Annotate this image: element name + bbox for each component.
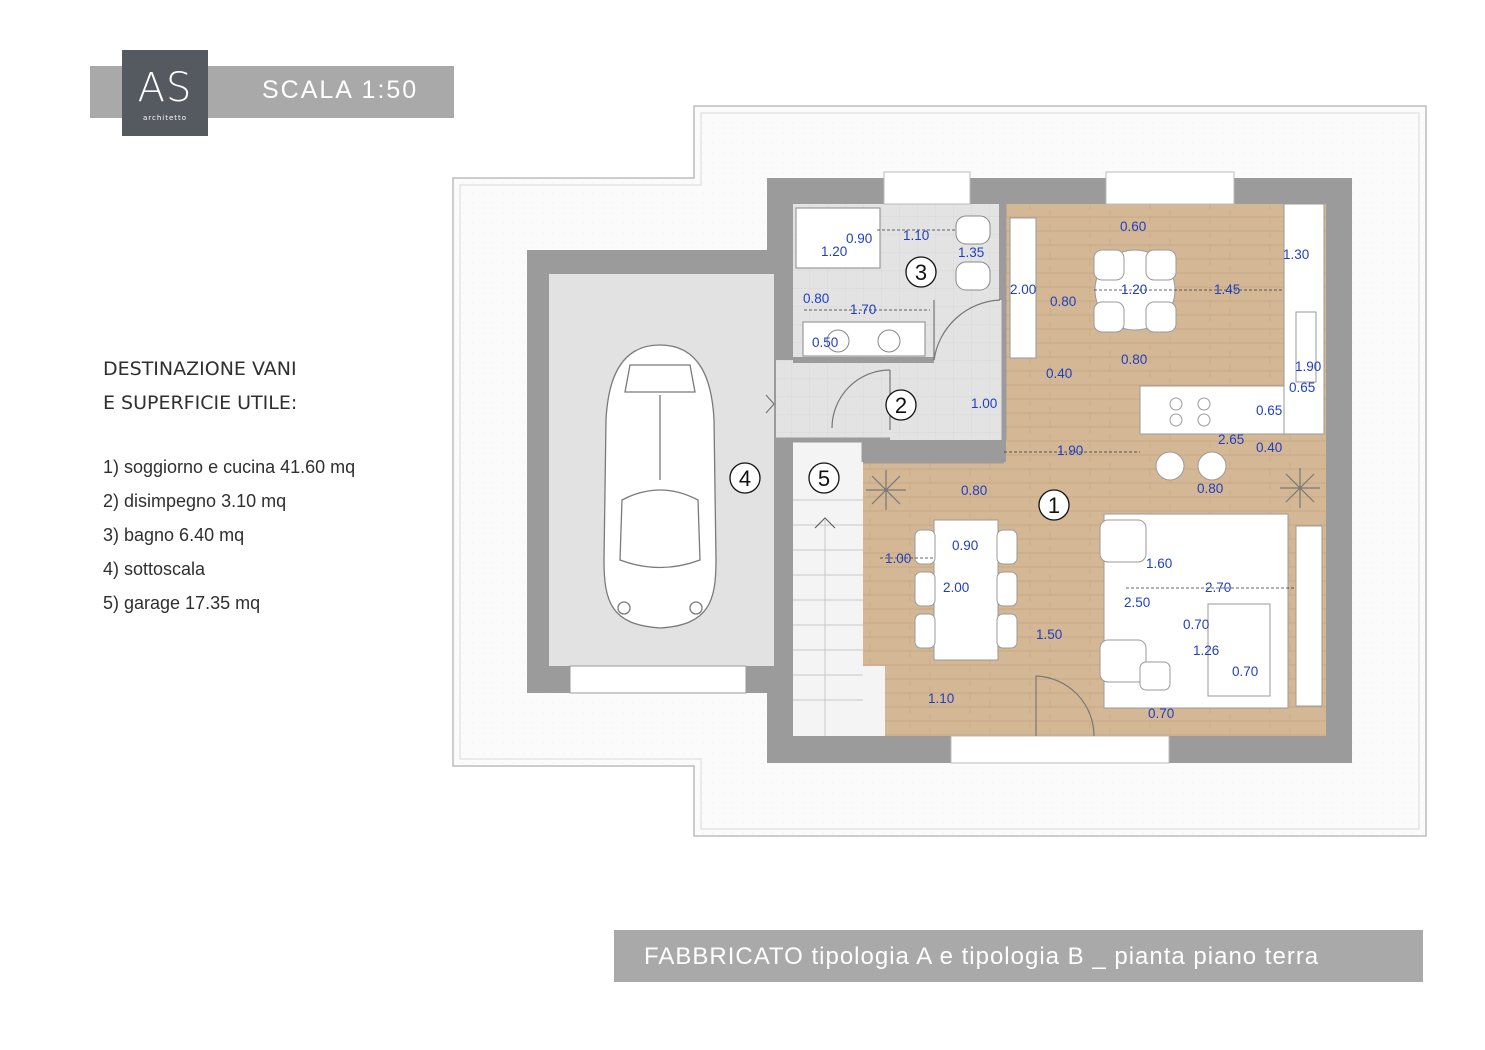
dimension-label: 0.70 xyxy=(1232,664,1258,679)
dimension-label: 0.60 xyxy=(1120,219,1146,234)
dimension-label: 1.45 xyxy=(1214,282,1240,297)
legend-item: 3) bagno 6.40 mq xyxy=(103,525,245,545)
dimension-label: 1.90 xyxy=(1295,359,1321,374)
dimension-label: 0.65 xyxy=(1256,403,1282,418)
living-furniture xyxy=(1099,513,1323,709)
doors xyxy=(765,299,1095,737)
room-number-4: 4 xyxy=(739,466,751,491)
dimension-label: 2.70 xyxy=(1205,580,1231,595)
architect-logo: AS architetto xyxy=(122,50,208,136)
dimension-label: 1.35 xyxy=(958,245,984,260)
scale-label: SCALA 1:50 xyxy=(262,76,419,104)
dimension-label: 2.50 xyxy=(1124,595,1150,610)
dimension-label: 1.26 xyxy=(1193,643,1219,658)
window-top-bath xyxy=(883,171,971,205)
legend-item: 1) soggiorno e cucina 41.60 mq xyxy=(103,457,356,477)
room-number-2: 2 xyxy=(895,393,907,418)
dimension-label: 1.50 xyxy=(1036,627,1062,642)
dimension-label: 0.40 xyxy=(1046,366,1072,381)
dimension-label: 1.10 xyxy=(903,228,929,243)
drawing-title: FABBRICATO tipologia A e tipologia B _ p… xyxy=(644,943,1320,970)
legend-item: 4) sottoscala xyxy=(103,559,206,579)
dimension-labels: 0.60 0.90 1.10 1.20 1.35 1.30 2.00 0.80 … xyxy=(803,219,1321,721)
logo-subtitle: architetto xyxy=(142,114,188,122)
dimension-label: 0.90 xyxy=(952,538,978,553)
room-markers xyxy=(729,256,1070,521)
dimension-label: 1.70 xyxy=(850,302,876,317)
legend-title-line1: DESTINAZIONE VANI xyxy=(103,358,297,380)
kitchen-units xyxy=(1009,203,1325,481)
logo-mark: AS xyxy=(137,65,193,111)
legend-list: 1) soggiorno e cucina 41.60 mq 2) disimp… xyxy=(103,450,355,620)
hall-upper xyxy=(934,300,1004,370)
dimension-label: 0.80 xyxy=(1197,481,1223,496)
legend-title-line2: E SUPERFICIE UTILE: xyxy=(103,392,298,414)
garage-door xyxy=(569,665,747,694)
window-top-kitchen xyxy=(1105,171,1235,205)
dimension-label: 1.00 xyxy=(885,551,911,566)
dimension-label: 0.80 xyxy=(803,291,829,306)
dimension-label: 1.00 xyxy=(971,396,997,411)
room-legend: DESTINAZIONE VANI E SUPERFICIE UTILE: 1)… xyxy=(103,352,355,620)
dimension-label: 1.10 xyxy=(928,691,954,706)
dimension-label: 1.90 xyxy=(1057,443,1083,458)
legend-item: 5) garage 17.35 mq xyxy=(103,593,261,613)
footer-band xyxy=(614,930,1423,982)
dimension-label: 1.20 xyxy=(821,244,847,259)
stairs xyxy=(793,499,863,736)
dimension-label: 1.20 xyxy=(1121,282,1147,297)
legend-item: 2) disimpegno 3.10 mq xyxy=(103,491,287,511)
dimension-label: 0.80 xyxy=(961,483,987,498)
window-bottom-living xyxy=(950,735,1170,764)
lot-inner-outline xyxy=(459,112,1420,830)
dimension-label: 0.40 xyxy=(1256,440,1282,455)
dimension-label: 1.60 xyxy=(1146,556,1172,571)
dimension-label: 0.80 xyxy=(1121,352,1147,367)
dimension-label: 1.30 xyxy=(1283,247,1309,262)
room-number-3: 3 xyxy=(915,260,927,285)
dimension-label: 0.70 xyxy=(1148,706,1174,721)
plant-icon xyxy=(866,468,1320,510)
dimension-label: 2.00 xyxy=(943,580,969,595)
dimension-label: 0.50 xyxy=(812,335,838,350)
bathroom-fixtures xyxy=(795,207,991,357)
dimension-label: 2.00 xyxy=(1010,282,1036,297)
dimension-label: 0.65 xyxy=(1289,380,1315,395)
dining-table xyxy=(914,519,1018,661)
dimension-lines xyxy=(804,229,1296,589)
dimension-label: 0.80 xyxy=(1050,294,1076,309)
stair-lower xyxy=(863,666,885,736)
dimension-label: 0.90 xyxy=(846,231,872,246)
room-number-5: 5 xyxy=(818,466,830,491)
room-number-1: 1 xyxy=(1048,493,1060,518)
dimension-label: 0.70 xyxy=(1183,617,1209,632)
car-icon xyxy=(603,344,717,629)
dimension-label: 2.65 xyxy=(1218,432,1244,447)
